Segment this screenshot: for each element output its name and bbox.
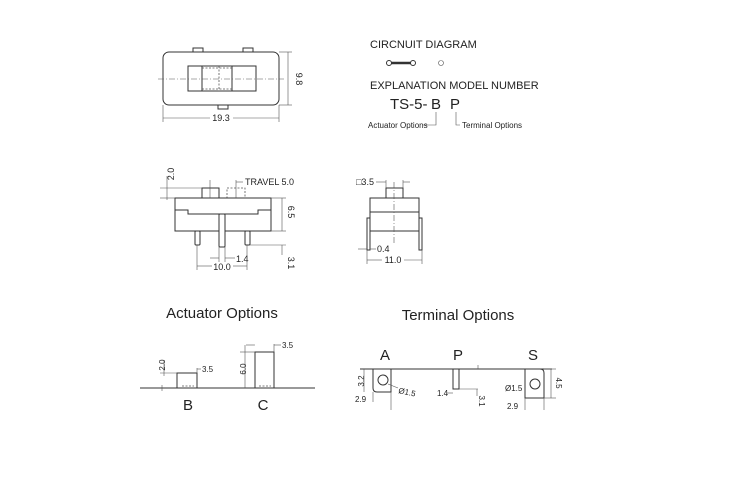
model-prefix: TS-5- [390, 96, 428, 113]
circuit-title: CIRCNUIT DIAGRAM [370, 39, 477, 51]
height-dim: 9.8 [294, 73, 304, 86]
top-view: 9.8 19.3 [158, 47, 304, 123]
model-actuator-code: B [431, 96, 441, 113]
terminal-s-label: S [528, 347, 538, 364]
actuator-c-shape [254, 351, 275, 389]
terminal-a-width: 2.9 [355, 395, 367, 404]
actuator-c-height: 6.0 [239, 363, 248, 375]
slider-window [187, 65, 257, 92]
actuator-options: Actuator Options 2.0 3.5 B 6.0 3.5 C [140, 305, 315, 414]
pin-thickness-dim: 0.4 [377, 244, 390, 254]
actuator [201, 187, 220, 199]
width-dim: 19.3 [212, 113, 230, 123]
terminal-s-hole [529, 378, 541, 390]
actuator [385, 187, 404, 199]
actuator-b-width: 3.5 [202, 365, 214, 374]
terminal-s-width: 2.9 [507, 402, 519, 411]
contact-icon [438, 60, 444, 66]
terminal-a-hole [377, 374, 389, 386]
actuator-options-title: Actuator Options [166, 305, 278, 322]
travel-dim: TRAVEL 5.0 [245, 177, 294, 187]
terminal-options: Terminal Options A 3.2 Ø1.5 2.9 P 1.4 3.… [355, 307, 563, 411]
terminal-a-hole-dim: Ø1.5 [398, 386, 417, 399]
contact-icon [386, 60, 392, 66]
terminal-s-hole-dim: Ø1.5 [505, 384, 523, 393]
actuator-b-shape [176, 372, 198, 389]
actuator-c-label: C [258, 397, 269, 414]
circuit-diagram: CIRCNUIT DIAGRAM [370, 39, 477, 66]
terminal-p-label: P [453, 347, 463, 364]
terminal-p-shape [452, 368, 460, 390]
body-outline [162, 51, 280, 106]
actuator-b-label: B [183, 397, 193, 414]
actuator-size-dim: □3.5 [356, 177, 374, 187]
terminal-p-width: 1.4 [437, 389, 449, 398]
actuator-c-width: 3.5 [282, 341, 294, 350]
contact-icon [410, 60, 416, 66]
model-title: EXPLANATION MODEL NUMBER [370, 80, 539, 92]
terminal-options-label: Terminal Options [462, 121, 522, 130]
actuator-options-label: Actuator Options [368, 121, 428, 130]
terminal-s-shape [524, 368, 545, 399]
actuator-b-height: 2.0 [158, 359, 167, 371]
width-dim: 11.0 [385, 255, 402, 265]
terminal-p-length: 3.1 [477, 395, 486, 407]
terminal-a-height: 3.2 [357, 375, 366, 387]
body-height-dim: 6.5 [286, 206, 296, 219]
model-terminal-code: P [450, 96, 460, 113]
terminal-s-height: 4.5 [554, 377, 563, 389]
body [369, 197, 420, 232]
pin-span-dim: 10.0 [213, 262, 231, 272]
pin-length-dim: 3.1 [286, 257, 296, 270]
end-view: □3.5 0.4 11.0 [356, 177, 423, 265]
terminal-options-title: Terminal Options [402, 307, 515, 324]
terminal-a-label: A [380, 347, 390, 364]
model-number: EXPLANATION MODEL NUMBER TS-5- B P Actua… [368, 80, 539, 130]
actuator-height-dim: 2.0 [166, 168, 176, 181]
terminal-a-shape [372, 368, 392, 393]
side-view: 2.0 TRAVEL 5.0 6.5 3.1 1.4 10.0 [160, 168, 296, 272]
pin-pitch-dim: 1.4 [236, 254, 249, 264]
